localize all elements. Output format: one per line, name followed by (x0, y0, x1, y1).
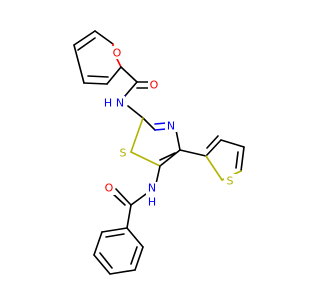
bond (142, 117, 156, 131)
molecule-diagram: O O H N N S S N H O (73, 30, 245, 275)
bond (159, 152, 176, 161)
bond (130, 117, 144, 153)
thiophene-ring (179, 135, 245, 181)
bond (127, 105, 144, 119)
bond (130, 193, 147, 206)
bond (109, 269, 136, 275)
amide-hydrogen-top-label: H (104, 97, 112, 110)
furoyl-carbonyl-oxygen-label: O (150, 79, 159, 92)
bond (240, 146, 245, 172)
amide-hydrogen-bottom-label: H (148, 196, 156, 209)
bond (126, 227, 144, 248)
bond (205, 155, 223, 181)
furan-ring (73, 30, 122, 85)
bond (175, 129, 181, 151)
benzoyl-carbonyl-oxygen-label: O (105, 182, 114, 195)
amide-nitrogen-top-label: N (116, 97, 124, 110)
bond (77, 37, 96, 51)
bond (93, 231, 103, 256)
bond (83, 82, 108, 85)
bond (235, 151, 239, 169)
bond (93, 254, 111, 275)
thiophene-sulfur-label: S (227, 175, 234, 188)
atom-labels: O O H N N S S N H O (100, 46, 236, 209)
bond (94, 30, 114, 45)
bond (205, 139, 222, 157)
bond (106, 66, 122, 85)
bond (154, 128, 167, 131)
bond (159, 149, 181, 167)
furan-oxygen-label: O (113, 47, 122, 60)
bond (115, 188, 132, 206)
thiazole-sulfur-label: S (120, 147, 127, 160)
bond (130, 151, 161, 167)
bond (126, 204, 132, 229)
bond (154, 122, 167, 125)
bond (220, 139, 245, 148)
bond (130, 246, 138, 265)
bond (206, 135, 219, 149)
bond (124, 81, 138, 97)
bond (155, 165, 161, 185)
bond (99, 252, 113, 269)
bond (105, 233, 125, 238)
bond (73, 30, 96, 46)
bond (87, 75, 109, 78)
benzene-ring (93, 227, 144, 275)
bond (179, 149, 207, 157)
bond (101, 227, 128, 233)
amide-nitrogen-bottom-label: N (148, 182, 156, 195)
furoyl-amide (120, 66, 156, 119)
bond (134, 246, 144, 271)
bond (73, 44, 85, 84)
bond (120, 66, 138, 83)
bond (116, 58, 122, 68)
thiazole-nitrogen-label: N (167, 120, 175, 133)
molecule-structure: O O H N N S S N H O (73, 30, 245, 275)
thiazole-ring (130, 117, 181, 167)
